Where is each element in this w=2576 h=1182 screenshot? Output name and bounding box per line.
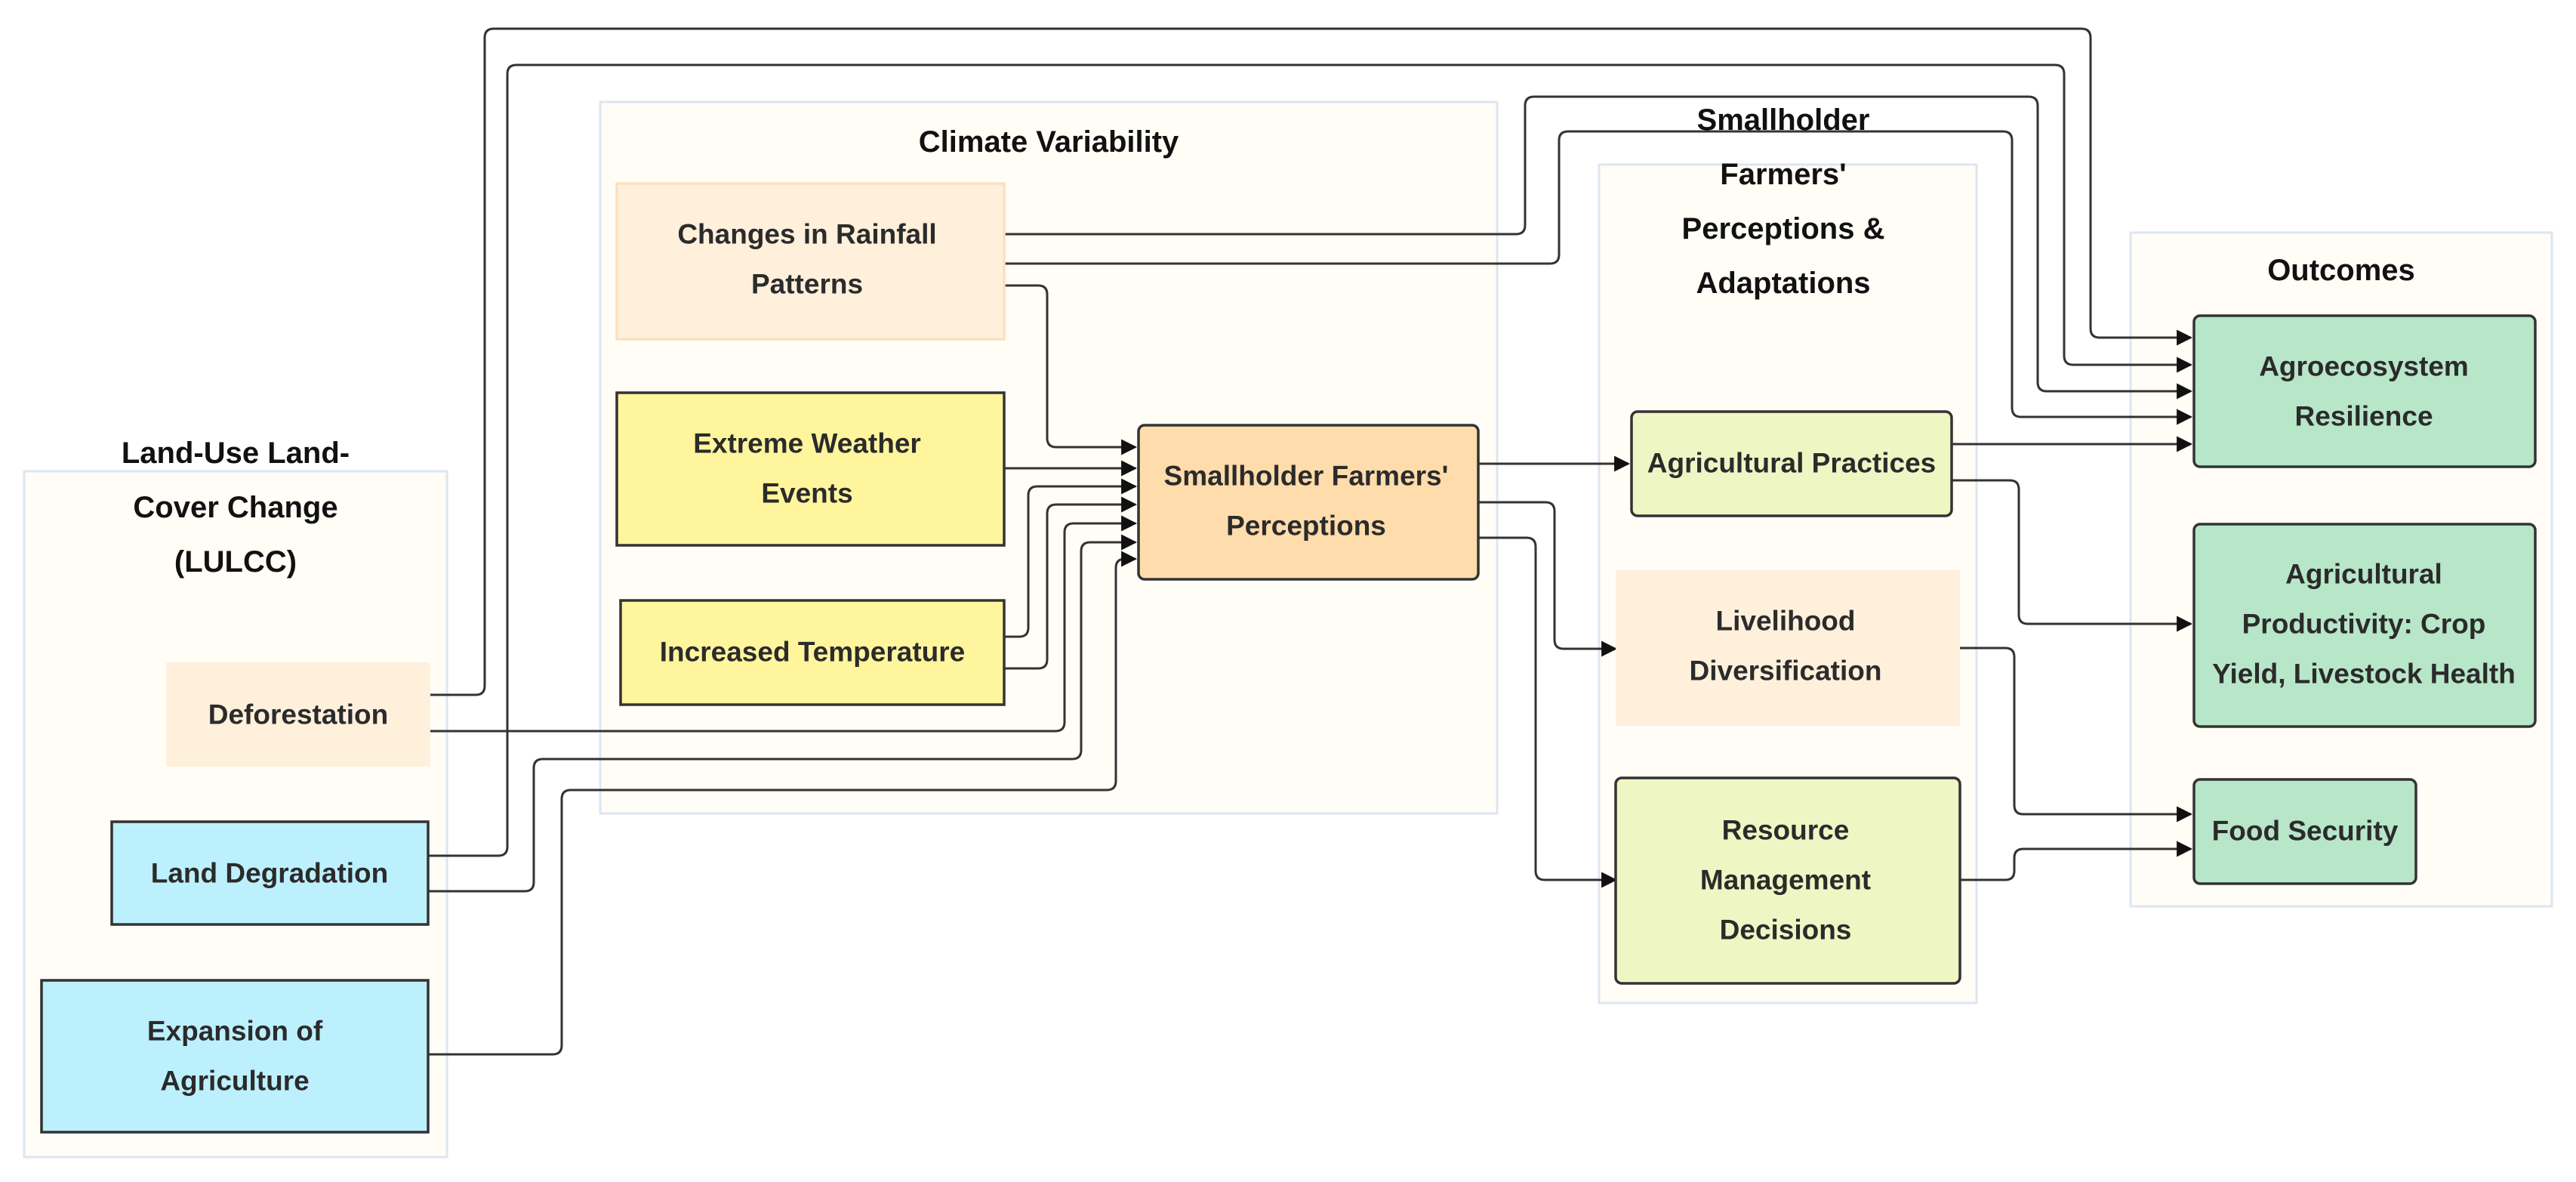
edge-land-degradation-to-farmers-perceptions — [428, 534, 1138, 893]
text-line: Agricultural Practices — [1647, 448, 1936, 479]
text-line: Agricultural — [2285, 559, 2442, 590]
node-resource-management-box — [1614, 776, 1961, 985]
group-titles: Land-Use Land- Cover Change (LULCC) Climat… — [122, 103, 2415, 579]
edge-livelihood-diversification-to-food-security — [1960, 647, 2193, 822]
text-line: Perceptions & — [1682, 212, 1885, 245]
edge-land-degradation-to-agroecosystem-resilience — [428, 63, 2193, 857]
node-farmers-perceptions-box — [1137, 424, 1480, 581]
node-deforestation-label: Deforestation — [208, 699, 388, 730]
text-line: Livelihood — [1716, 606, 1856, 637]
edge-deforestation-to-farmers-perceptions — [430, 515, 1138, 733]
node-agricultural-practices-box — [1630, 410, 1953, 517]
group-title-outcomes: Outcomes — [2267, 254, 2415, 287]
edge-increased-temperature-to-farmers-perceptions-2 — [1004, 496, 1138, 670]
text-line: Deforestation — [208, 699, 388, 730]
text-line: Expansion of — [147, 1016, 323, 1047]
node-agricultural-productivity-box — [2192, 523, 2537, 728]
text-line: Changes in Rainfall — [677, 219, 936, 250]
text-line: Diversification — [1690, 656, 1882, 687]
node-expansion-of-agriculture-box — [40, 979, 430, 1134]
text-line: Adaptations — [1696, 267, 1870, 300]
node-increased-temperature-box — [619, 599, 1006, 706]
text-line: Productivity: Crop — [2242, 609, 2486, 640]
node-layer: Deforestation Land Degradation Expansion… — [40, 182, 2537, 1134]
text-line: Events — [761, 478, 852, 509]
text-line: Land-Use Land- — [122, 437, 350, 470]
text-line: Resource — [1722, 815, 1850, 846]
edge-increased-temperature-to-farmers-perceptions-1 — [1004, 478, 1138, 638]
edge-farmers-perceptions-to-livelihood-diversification — [1478, 501, 1618, 657]
text-line: Patterns — [751, 269, 863, 300]
text-line: Farmers' — [1720, 158, 1846, 191]
node-land-degradation-box — [110, 820, 430, 926]
node-agroecosystem-resilience-box — [2192, 314, 2537, 468]
edge-agricultural-practices-to-agricultural-productivity — [1952, 479, 2193, 632]
text-line: Increased Temperature — [660, 637, 965, 668]
node-food-security-label: Food Security — [2212, 816, 2399, 847]
text-line: Cover Change — [133, 491, 337, 524]
node-food-security-box — [2192, 778, 2417, 885]
node-land-degradation[interactable]: Land Degradation — [110, 820, 430, 926]
text-line: Agroecosystem — [2259, 351, 2469, 382]
node-deforestation-box — [166, 662, 430, 767]
node-extreme-weather-box — [615, 391, 1006, 547]
node-land-degradation-label: Land Degradation — [151, 858, 389, 889]
text-line: Food Security — [2212, 816, 2399, 847]
node-farmers-perceptions[interactable]: Smallholder Farmers' Perceptions — [1137, 424, 1480, 581]
text-line: Agriculture — [160, 1066, 309, 1097]
text-line: Smallholder Farmers' — [1164, 461, 1449, 492]
group-title-climate-variability: Climate Variability — [919, 125, 1179, 159]
text-line: Perceptions — [1226, 511, 1386, 542]
node-changes-in-rainfall-box — [615, 182, 1006, 341]
edge-resource-management-to-food-security — [1960, 841, 2193, 881]
node-increased-temperature-label: Increased Temperature — [660, 637, 965, 668]
node-deforestation[interactable]: Deforestation — [166, 662, 430, 767]
node-livelihood-diversification-box — [1616, 570, 1960, 726]
text-line: Decisions — [1720, 915, 1852, 946]
text-line: Yield, Livestock Health — [2212, 659, 2516, 690]
group-title-lulcc: Land-Use Land- Cover Change (LULCC) — [122, 437, 350, 579]
node-agricultural-practices[interactable]: Agricultural Practices — [1630, 410, 1953, 517]
edge-changes-in-rainfall-to-agroecosystem-resilience-1 — [1004, 95, 2193, 400]
node-food-security[interactable]: Food Security — [2192, 778, 2417, 885]
edge-expansion-of-agriculture-to-farmers-perceptions — [428, 551, 1138, 1056]
edge-deforestation-to-agroecosystem-resilience — [430, 27, 2193, 696]
node-expansion-of-agriculture-label: Expansion of Agriculture — [147, 1016, 323, 1097]
edge-changes-in-rainfall-to-farmers-perceptions — [1004, 284, 1138, 455]
text-line: (LULCC) — [174, 545, 297, 579]
text-line: Extreme Weather — [693, 428, 921, 459]
text-line: Resilience — [2294, 401, 2433, 432]
edge-changes-in-rainfall-to-agroecosystem-resilience-2 — [1004, 130, 2193, 425]
node-expansion-of-agriculture[interactable]: Expansion of Agriculture — [40, 979, 430, 1134]
text-line: Climate Variability — [919, 125, 1179, 159]
node-increased-temperature[interactable]: Increased Temperature — [619, 599, 1006, 706]
node-farmers-perceptions-label: Smallholder Farmers' Perceptions — [1164, 461, 1449, 542]
text-line: Management — [1700, 865, 1871, 896]
edge-farmers-perceptions-to-resource-management — [1478, 536, 1618, 888]
text-line: Land Degradation — [151, 858, 389, 889]
edge-layer — [428, 27, 2193, 1056]
node-agricultural-practices-label: Agricultural Practices — [1647, 448, 1936, 479]
text-line: Outcomes — [2267, 254, 2415, 287]
